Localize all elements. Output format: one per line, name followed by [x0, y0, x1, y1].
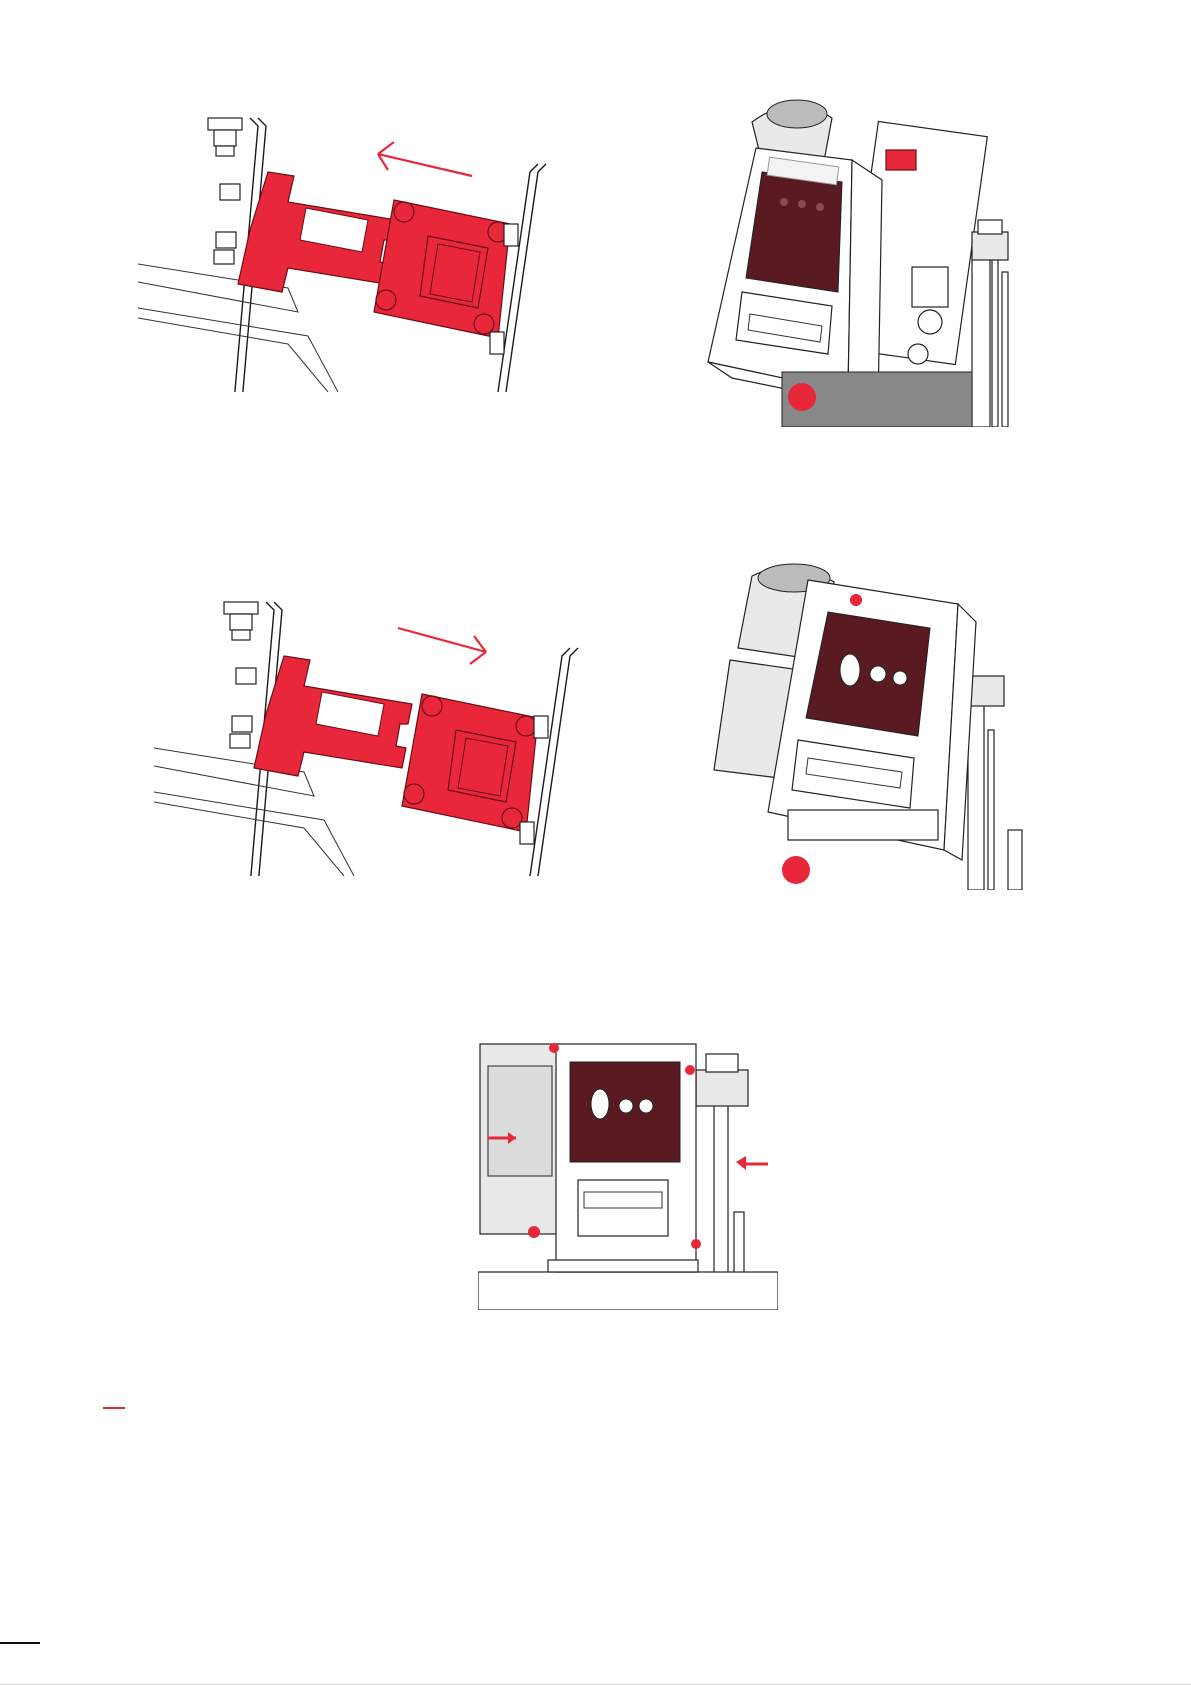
figure-control-box-mounted [478, 1040, 778, 1310]
red-actuator-icon [886, 150, 916, 170]
red-note-marker [103, 1407, 125, 1409]
figure-control-box-closed [708, 560, 1058, 890]
arrow-right-icon [398, 628, 486, 664]
footer-rule [0, 1642, 40, 1644]
switch-body [374, 200, 510, 338]
arrow-left-icon [378, 142, 472, 176]
figure-control-box-open [672, 92, 1062, 427]
control-box-closed-drawing [708, 560, 1058, 890]
switch-disengage-drawing [138, 112, 578, 392]
control-box-open-drawing [672, 92, 1062, 427]
figure-switch-disengage [138, 112, 578, 392]
figure-switch-engage [154, 596, 594, 876]
control-box-mounted-drawing [478, 1040, 778, 1310]
switch-engage-drawing [154, 596, 594, 876]
control-panel [746, 172, 842, 292]
